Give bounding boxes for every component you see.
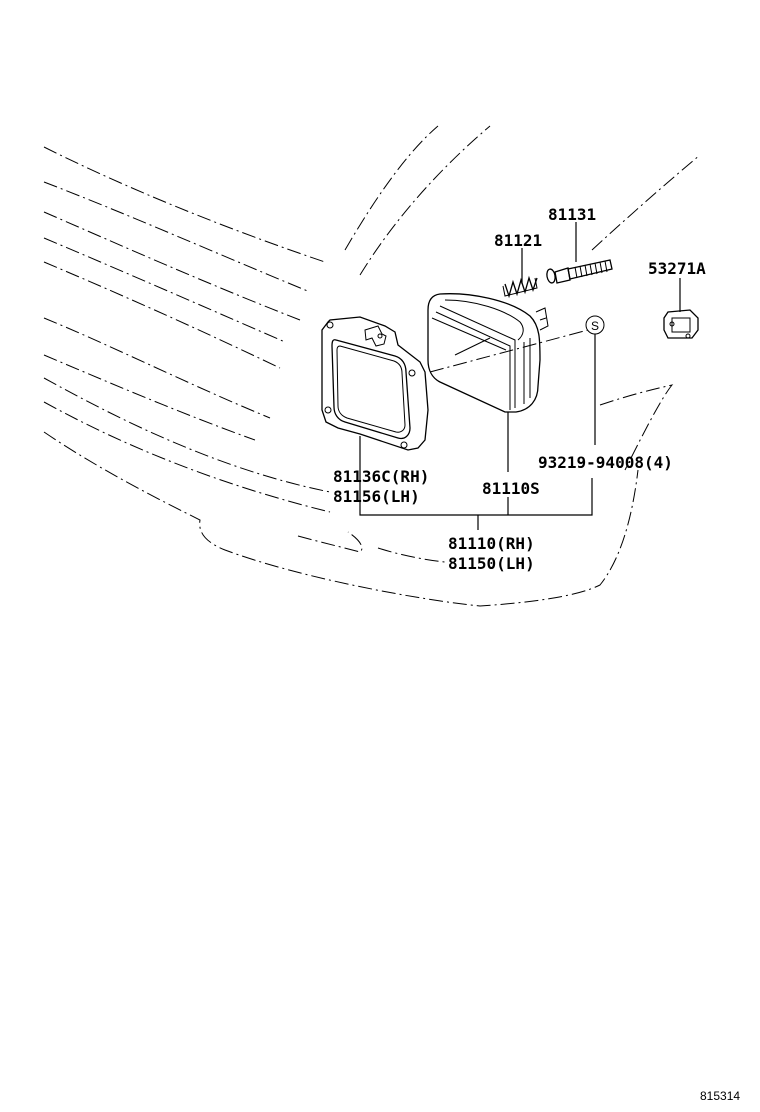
figure-code: 815314 bbox=[700, 1089, 740, 1103]
label-81131: 81131 bbox=[548, 205, 596, 224]
screw-symbol: S bbox=[585, 315, 605, 335]
label-53271a: 53271A bbox=[648, 259, 706, 278]
label-81136c-rh: 81136C(RH) bbox=[333, 467, 429, 486]
label-81150-lh: 81150(LH) bbox=[448, 554, 535, 573]
leader-lines bbox=[359, 222, 681, 530]
adjusting-spring bbox=[502, 275, 538, 299]
sealed-beam-headlamp bbox=[427, 293, 549, 413]
label-81156-lh: 81156(LH) bbox=[333, 487, 420, 506]
vehicle-body-outline bbox=[43, 125, 701, 607]
headlamp-frame bbox=[321, 316, 429, 451]
adjusting-screw bbox=[546, 259, 613, 284]
label-93219-94008: 93219-94008(4) bbox=[538, 453, 673, 472]
label-81110s: 81110S bbox=[482, 479, 540, 498]
screw-symbol-letter: S bbox=[591, 319, 599, 333]
label-81121: 81121 bbox=[494, 231, 542, 250]
label-81110-rh: 81110(RH) bbox=[448, 534, 535, 553]
retaining-clip bbox=[663, 309, 699, 339]
alignment-line bbox=[429, 329, 589, 373]
